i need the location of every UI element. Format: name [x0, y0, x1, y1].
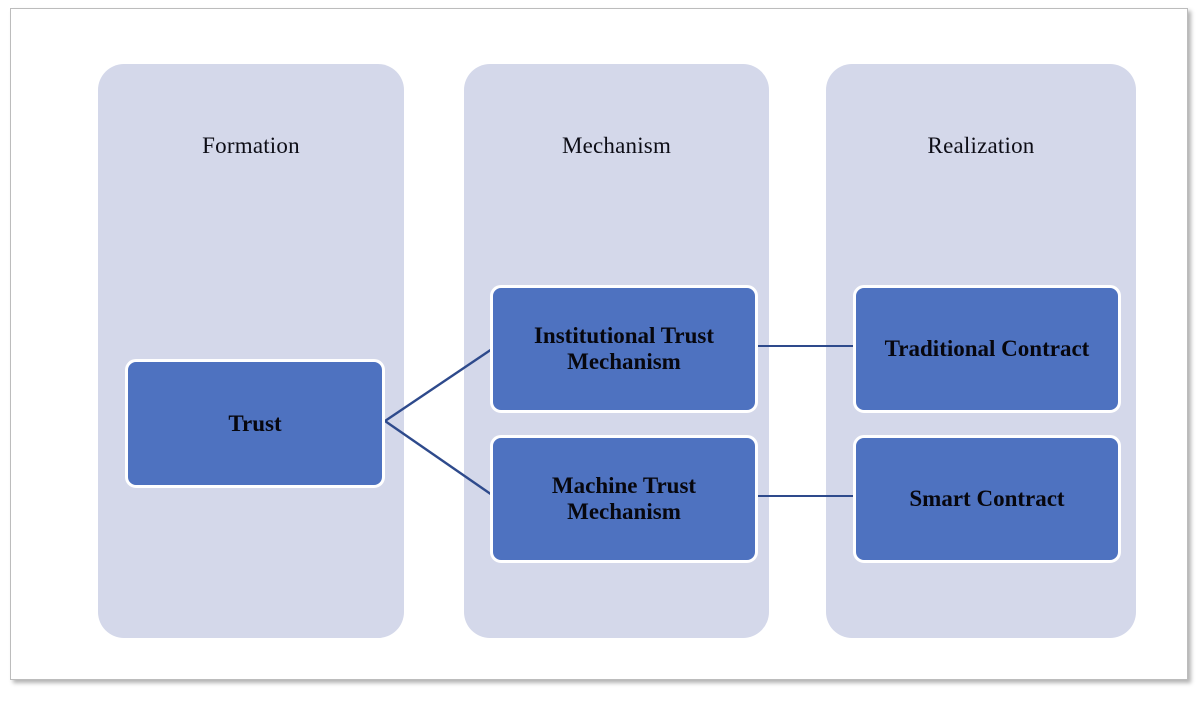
stage-panel-formation: Formation: [98, 64, 404, 638]
node-label-smart-contract: Smart Contract: [909, 486, 1065, 512]
node-institutional-trust-mechanism[interactable]: Institutional Trust Mechanism: [490, 285, 758, 413]
stage-title-realization: Realization: [927, 133, 1035, 158]
node-label-machine-trust-mechanism: Machine Trust Mechanism: [551, 473, 697, 524]
node-machine-trust-mechanism[interactable]: Machine Trust Mechanism: [490, 435, 758, 563]
node-label-institutional-trust-mechanism: Institutional Trust Mechanism: [533, 323, 714, 374]
figure-canvas: Formation Mechanism Realization Trust In…: [10, 8, 1188, 680]
node-traditional-contract[interactable]: Traditional Contract: [853, 285, 1121, 413]
node-trust[interactable]: Trust: [125, 359, 385, 488]
node-label-traditional-contract: Traditional Contract: [884, 336, 1090, 362]
node-smart-contract[interactable]: Smart Contract: [853, 435, 1121, 563]
stage-title-formation: Formation: [202, 133, 300, 158]
stage-title-mechanism: Mechanism: [561, 133, 672, 158]
node-label-trust: Trust: [228, 410, 282, 436]
